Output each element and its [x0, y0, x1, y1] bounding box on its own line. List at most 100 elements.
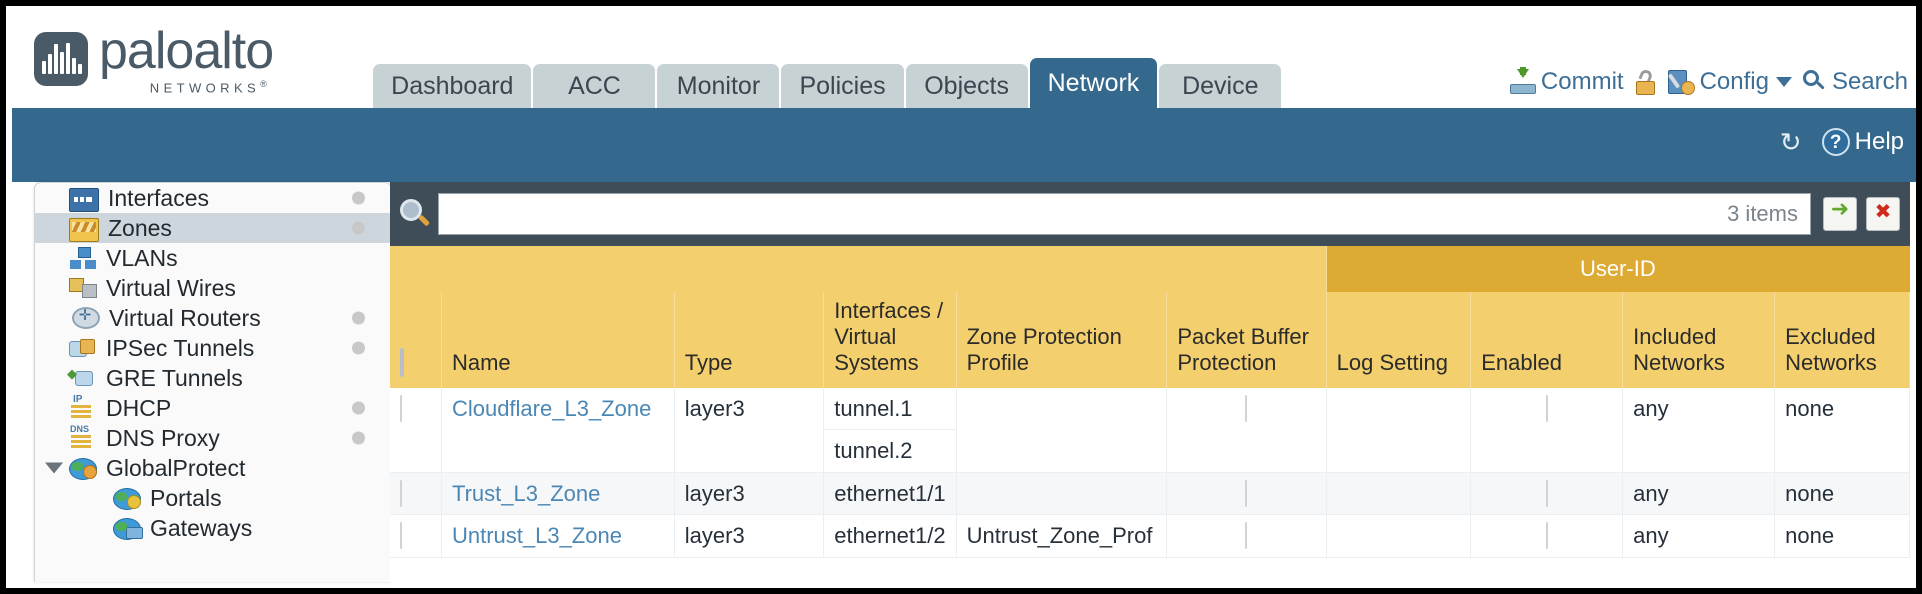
sidebar-status-dot: [352, 221, 365, 235]
unlocked-padlock-icon: [1635, 67, 1657, 95]
dhcp-icon: [69, 394, 97, 419]
zone-name-link[interactable]: Untrust_L3_Zone: [451, 523, 622, 549]
refresh-button[interactable]: ↻: [1777, 129, 1805, 155]
cell-userid-enabled[interactable]: [1470, 472, 1624, 516]
zones-table: User-ID Name Type Interfaces / Virtual S…: [390, 246, 1910, 558]
column-header-name[interactable]: Name: [441, 292, 675, 388]
zones-content-panel: 3 items: [390, 182, 1910, 582]
portals-icon: [113, 487, 141, 510]
tab-device[interactable]: Device: [1159, 64, 1282, 108]
select-all-checkbox[interactable]: [400, 347, 404, 377]
sidebar-item-vlans[interactable]: VLANs: [35, 243, 391, 273]
sidebar-item-zones[interactable]: Zones: [35, 213, 391, 243]
brand-tagline: NETWORKS®: [149, 78, 272, 95]
column-header-interfaces[interactable]: Interfaces / Virtual Systems: [823, 292, 957, 388]
clear-filter-button[interactable]: [1866, 197, 1900, 231]
zone-name-link[interactable]: Cloudflare_L3_Zone: [451, 395, 652, 421]
help-button[interactable]: ? Help: [1821, 128, 1904, 156]
column-header-type[interactable]: Type: [674, 292, 825, 388]
commit-button[interactable]: Commit: [1509, 67, 1624, 96]
sidebar-item-ipsec-tunnels[interactable]: IPSec Tunnels: [35, 333, 391, 363]
row-select-cell[interactable]: [390, 472, 442, 516]
userid-enabled-checkbox[interactable]: [1545, 479, 1548, 507]
sidebar-item-label: Zones: [108, 214, 172, 241]
sidebar-item-label: VLANs: [106, 244, 178, 271]
tab-network[interactable]: Network: [1029, 58, 1158, 108]
tab-objects[interactable]: Objects: [905, 64, 1028, 108]
cell-packet-buffer-protection[interactable]: [1166, 387, 1327, 473]
search-magnifier-icon[interactable]: [398, 197, 432, 231]
search-button[interactable]: Search: [1802, 68, 1908, 96]
table-row[interactable]: Untrust_L3_Zone layer3 ethernet1/2 Untru…: [390, 514, 1910, 558]
palo-alto-logo: paloalto NETWORKS®: [34, 21, 274, 95]
column-header-enabled[interactable]: Enabled: [1470, 292, 1624, 388]
lock-button[interactable]: [1635, 67, 1657, 95]
sidebar-item-globalprotect[interactable]: GlobalProtect: [35, 453, 391, 483]
sidebar-status-dot: [352, 311, 365, 325]
packet-buffer-protection-checkbox[interactable]: [1245, 522, 1248, 550]
sidebar-item-label: Portals: [150, 484, 222, 511]
select-all-header[interactable]: [390, 292, 442, 388]
interfaces-icon: [69, 187, 99, 212]
column-header-included-networks[interactable]: Included Networks: [1622, 292, 1776, 388]
tab-monitor[interactable]: Monitor: [657, 64, 780, 108]
tab-policies[interactable]: Policies: [781, 64, 904, 108]
sidebar-item-gre-tunnels[interactable]: GRE Tunnels: [35, 363, 391, 393]
sidebar-item-interfaces[interactable]: Interfaces: [35, 183, 391, 213]
userid-enabled-checkbox[interactable]: [1545, 394, 1548, 422]
sidebar-item-portals[interactable]: Portals: [35, 483, 391, 513]
userid-enabled-checkbox[interactable]: [1545, 522, 1548, 550]
column-header-log-setting[interactable]: Log Setting: [1326, 292, 1472, 388]
tab-device-label: Device: [1182, 71, 1259, 100]
row-checkbox[interactable]: [400, 394, 402, 422]
sidebar-item-virtual-routers[interactable]: Virtual Routers: [35, 303, 391, 333]
config-icon: [1667, 69, 1695, 95]
row-checkbox[interactable]: [400, 522, 402, 550]
table-row[interactable]: Cloudflare_L3_Zone layer3 tunnel.1 tunne…: [390, 387, 1910, 473]
search-input[interactable]: [439, 194, 1728, 234]
column-header-packet-buffer-protection[interactable]: Packet Buffer Protection: [1166, 292, 1327, 388]
cell-zone-protection-profile: Untrust_Zone_Prof: [956, 514, 1168, 558]
row-select-cell[interactable]: [390, 387, 442, 473]
gre-tunnels-icon: [67, 366, 97, 389]
cell-userid-enabled[interactable]: [1470, 387, 1624, 473]
sidebar-item-label: IPSec Tunnels: [106, 334, 255, 361]
cell-packet-buffer-protection[interactable]: [1166, 514, 1327, 558]
cell-name[interactable]: Cloudflare_L3_Zone: [441, 387, 675, 473]
table-row[interactable]: Trust_L3_Zone layer3 ethernet1/1 any non…: [390, 472, 1910, 516]
search-field-wrapper[interactable]: 3 items: [438, 193, 1811, 235]
row-checkbox[interactable]: [400, 479, 402, 507]
cell-packet-buffer-protection[interactable]: [1166, 472, 1327, 516]
sidebar-item-gateways[interactable]: Gateways: [35, 513, 391, 543]
table-header-row: Name Type Interfaces / Virtual Systems Z…: [390, 292, 1910, 388]
sidebar-item-dns-proxy[interactable]: DNS Proxy: [35, 423, 391, 453]
band-action-group: ↻ ? Help: [1777, 128, 1904, 156]
zone-name-link[interactable]: Trust_L3_Zone: [451, 480, 601, 506]
packet-buffer-protection-checkbox[interactable]: [1245, 479, 1248, 507]
packet-buffer-protection-checkbox[interactable]: [1245, 394, 1248, 422]
sidebar-item-dhcp[interactable]: DHCP: [35, 393, 391, 423]
tab-dashboard[interactable]: Dashboard: [373, 64, 532, 108]
gateways-icon: [113, 517, 143, 540]
cell-name[interactable]: Untrust_L3_Zone: [441, 514, 675, 558]
cell-name[interactable]: Trust_L3_Zone: [441, 472, 675, 516]
tab-dashboard-label: Dashboard: [391, 71, 514, 100]
cell-included-networks: any: [1622, 472, 1776, 516]
column-header-zone-protection-profile[interactable]: Zone Protection Profile: [956, 292, 1168, 388]
apply-filter-button[interactable]: [1823, 196, 1857, 231]
virtual-routers-icon: [72, 306, 100, 329]
zones-table-wrapper: User-ID Name Type Interfaces / Virtual S…: [390, 246, 1910, 582]
commit-label: Commit: [1540, 68, 1624, 95]
ipsec-tunnels-icon: [69, 337, 97, 359]
config-menu-button[interactable]: Config: [1667, 68, 1792, 96]
expand-triangle-icon[interactable]: [45, 462, 63, 474]
column-header-excluded-networks[interactable]: Excluded Networks: [1774, 292, 1910, 388]
tab-acc[interactable]: ACC: [533, 64, 656, 108]
row-select-cell[interactable]: [390, 514, 442, 558]
sidebar-item-label: DNS Proxy: [106, 424, 220, 451]
brand-name: paloalto: [99, 21, 274, 80]
sidebar-item-virtual-wires[interactable]: Virtual Wires: [35, 273, 391, 303]
tab-network-label: Network: [1047, 68, 1140, 97]
cell-userid-enabled[interactable]: [1470, 514, 1624, 558]
palo-alto-logo-mark-icon: [34, 32, 88, 87]
